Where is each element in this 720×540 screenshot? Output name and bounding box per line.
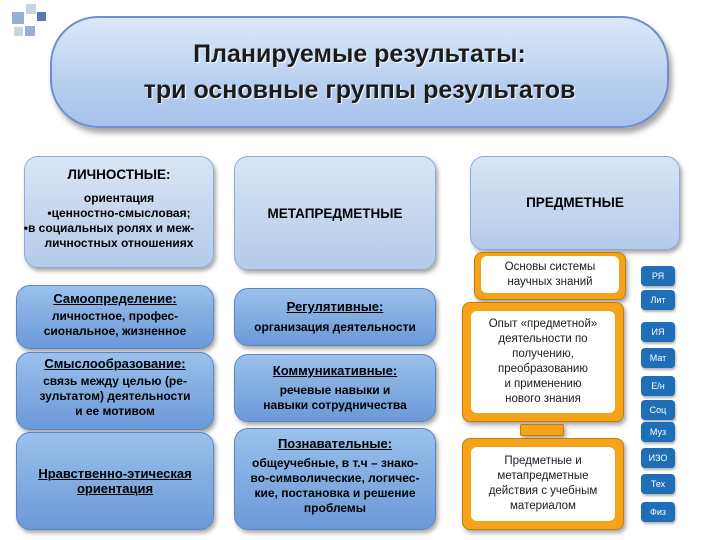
meta-box: МЕТАПРЕДМЕТНЫЕ [234,156,436,270]
subject-experience-line: и применению [489,377,598,392]
meaning-title: Смыслообразование: [17,356,213,371]
self-determination-box: Самоопределение: личностное, профес- сио… [16,285,214,349]
self-determination-line: личностное, профес- [17,309,213,324]
knowledge-basis-line: Основы системы [505,260,596,275]
cognitive-line: общеучебные, в т.ч – знако- [235,456,435,471]
personal-line: личностных отношениях [25,236,213,251]
subject-box: ПРЕДМЕТНЫЕ [470,156,680,250]
subject-experience-line: деятельности по [489,332,598,347]
regulatory-title: Регулятивные: [235,299,435,314]
meta-header: МЕТАПРЕДМЕТНЫЕ [267,206,402,221]
learning-actions-line: материалом [489,499,598,514]
subject-experience-line: нового знания [489,392,598,407]
communicative-line: навыки сотрудничества [235,398,435,413]
meaning-box: Смыслообразование: связь между целью (ре… [16,352,214,430]
learning-actions-line: метапредметные [489,469,598,484]
self-determination-title: Самоопределение: [17,291,213,306]
personal-line: •ценностно-смысловая; [25,206,213,221]
learning-actions-line: Предметные и [489,454,598,469]
decor-square [26,4,36,14]
subject-experience-line: преобразованию [489,362,598,377]
subject-badge-tech: Тех [641,474,675,494]
decor-square [14,27,23,36]
subject-badge-lit: Лит [641,290,675,310]
cognitive-line: во-символические, логичес- [235,471,435,486]
personal-box: ЛИЧНОСТНЫЕ: ориентация •ценностно-смысло… [24,156,214,268]
subject-badge-science: Е/н [641,376,675,396]
cognitive-title: Познавательные: [235,436,435,451]
personal-line: ориентация [25,191,213,206]
decor-square [37,12,46,21]
subject-experience-line: Опыт «предметной» [489,317,598,332]
moral-line: ориентация [77,481,153,496]
personal-line: •в социальных ролях и меж- [5,221,213,236]
self-determination-line: сиональное, жизненное [17,324,213,339]
title-banner: Планируемые результаты: три основные гру… [50,16,669,128]
decor-square [12,12,24,24]
title-line-2: три основные группы результатов [144,72,576,108]
meaning-line: зультатом) деятельности [17,389,213,404]
subject-badge-social: Соц [641,400,675,420]
communicative-box: Коммуникативные: речевые навыки и навыки… [234,354,436,422]
learning-actions-box: Предметные и метапредметные действия с у… [462,438,624,530]
cognitive-line: кие, постановка и решение [235,486,435,501]
subject-badge-ru: РЯ [641,266,675,286]
cognitive-box: Познавательные: общеучебные, в т.ч – зна… [234,428,436,530]
subject-badge-pe: Физ [641,502,675,522]
subject-badge-music: Муз [641,422,675,442]
communicative-line: речевые навыки и [235,383,435,398]
meaning-line: связь между целью (ре- [17,374,213,389]
subject-experience-line: получению, [489,347,598,362]
subject-badge-foreign: ИЯ [641,322,675,342]
subject-badge-math: Мат [641,348,675,368]
knowledge-basis-line: научных знаний [505,275,596,290]
knowledge-basis-box: Основы системы научных знаний [474,252,626,300]
communicative-title: Коммуникативные: [235,363,435,378]
regulatory-line: организация деятельности [235,320,435,335]
subject-experience-box: Опыт «предметной» деятельности по получе… [462,302,624,422]
personal-header: ЛИЧНОСТНЫЕ: [25,167,213,182]
meaning-line: и ее мотивом [17,404,213,419]
subject-badge-art: ИЗО [641,448,675,468]
cognitive-line: проблемы [235,501,435,516]
moral-line: Нравственно-этическая [38,466,191,481]
title-line-1: Планируемые результаты: [193,36,526,72]
connector-bar [520,424,564,436]
decor-square [25,26,35,36]
moral-box: Нравственно-этическая ориентация [16,432,214,530]
learning-actions-line: действия с учебным [489,484,598,499]
regulatory-box: Регулятивные: организация деятельности [234,288,436,346]
subject-header: ПРЕДМЕТНЫЕ [471,195,679,210]
